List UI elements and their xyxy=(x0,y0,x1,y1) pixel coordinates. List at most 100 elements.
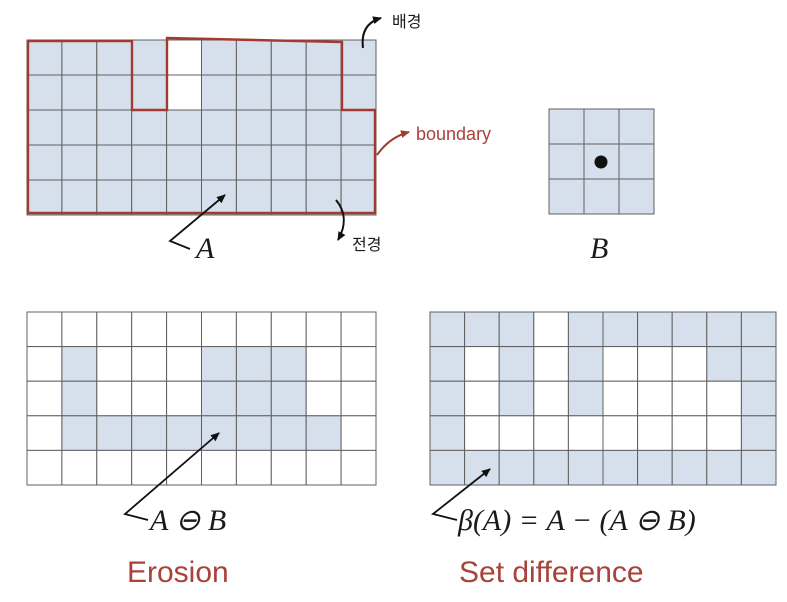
grid-cell xyxy=(637,380,673,417)
grid-cell xyxy=(235,109,272,146)
grid-cell xyxy=(166,39,203,76)
erosion-expression: A ⊖ B xyxy=(148,504,226,537)
difference-pointer xyxy=(431,468,491,521)
grid-cell xyxy=(305,311,342,348)
grid-cell xyxy=(131,144,168,181)
grid-cell xyxy=(235,346,272,382)
grid-cell xyxy=(637,415,673,451)
grid-cell xyxy=(26,144,63,181)
grid-cell xyxy=(548,178,585,215)
difference-expression: β(A) = A − (A ⊖ B) xyxy=(457,504,696,537)
grid-cell xyxy=(166,144,203,181)
grid-cell xyxy=(706,346,742,382)
grid-cell xyxy=(583,108,620,145)
grid-cell xyxy=(706,380,742,417)
grid-cell xyxy=(548,143,585,180)
grid-cell xyxy=(61,39,98,76)
grid-cell xyxy=(26,74,63,111)
grid-cell xyxy=(533,311,569,348)
grid-cell xyxy=(235,144,272,181)
grid-cell xyxy=(498,449,535,486)
foreground-label: 전경 xyxy=(352,235,381,254)
erosion-caption: Erosion xyxy=(127,556,229,589)
grid-cell xyxy=(201,311,237,348)
grid-cell xyxy=(305,449,342,486)
grid-erosion xyxy=(26,311,377,486)
grid-cell xyxy=(305,39,342,76)
grid-cell xyxy=(61,449,98,486)
grid-cell xyxy=(567,415,604,451)
grid-cell xyxy=(131,179,168,216)
grid-cell xyxy=(740,415,777,451)
grid-cell xyxy=(305,380,342,417)
grid-cell xyxy=(131,311,168,348)
grid-cell xyxy=(61,415,98,451)
grid-cell xyxy=(96,39,133,76)
grid-cell xyxy=(166,380,203,417)
boundary-outline xyxy=(26,36,377,215)
background-label: 배경 xyxy=(392,12,421,31)
grid-cell xyxy=(166,311,203,348)
grid-cell xyxy=(166,346,203,382)
grid-cell xyxy=(270,380,307,417)
grid-cell xyxy=(131,39,168,76)
grid-cell xyxy=(201,109,237,146)
grid-cell xyxy=(671,415,708,451)
foreground-arrow xyxy=(335,199,346,241)
grid-cell xyxy=(583,178,620,215)
grid-cell xyxy=(429,415,466,451)
grid-cell xyxy=(61,311,98,348)
grid-cell xyxy=(166,74,203,111)
grid-cell xyxy=(61,179,98,216)
grid-cell xyxy=(533,449,569,486)
background-arrow xyxy=(361,16,382,49)
grid-cell xyxy=(26,346,63,382)
grid-cell xyxy=(201,39,237,76)
grid-cell xyxy=(498,311,535,348)
grid-cell xyxy=(671,311,708,348)
grid-cell xyxy=(270,74,307,111)
grid-cell xyxy=(706,415,742,451)
grid-cell xyxy=(602,346,639,382)
grid-cell xyxy=(305,109,342,146)
grid-cell xyxy=(567,346,604,382)
grid-cell xyxy=(618,108,655,145)
grid-cell xyxy=(61,380,98,417)
grid-cell xyxy=(235,179,272,216)
grid-cell xyxy=(96,109,133,146)
grid-cell xyxy=(201,449,237,486)
grid-cell xyxy=(270,449,307,486)
grid-cell xyxy=(96,415,133,451)
grid-cell xyxy=(464,380,500,417)
grid-cell xyxy=(740,346,777,382)
boundary-label: boundary xyxy=(416,124,491,144)
grid-b-structuring-element xyxy=(548,108,655,215)
grid-cell xyxy=(602,415,639,451)
grid-cell xyxy=(567,380,604,417)
grid-cell xyxy=(533,415,569,451)
grid-cell xyxy=(740,311,777,348)
grid-cell xyxy=(740,380,777,417)
grid-cell xyxy=(602,380,639,417)
grid-cell xyxy=(96,179,133,216)
grid-cell xyxy=(340,449,377,486)
grid-cell xyxy=(340,311,377,348)
grid-cell xyxy=(429,311,466,348)
grid-cell xyxy=(26,311,63,348)
grid-cell xyxy=(340,39,377,76)
grid-cell xyxy=(340,74,377,111)
grid-cell xyxy=(96,144,133,181)
grid-cell xyxy=(533,380,569,417)
grid-cell xyxy=(166,449,203,486)
grid-cell xyxy=(533,346,569,382)
grid-cell xyxy=(464,415,500,451)
grid-cell xyxy=(235,311,272,348)
grid-cell xyxy=(235,380,272,417)
grid-cell xyxy=(26,449,63,486)
grid-cell xyxy=(26,380,63,417)
grid-cell xyxy=(270,346,307,382)
set-a-pointer xyxy=(168,194,226,250)
grid-cell xyxy=(131,449,168,486)
grid-cell xyxy=(131,109,168,146)
grid-cell xyxy=(340,415,377,451)
